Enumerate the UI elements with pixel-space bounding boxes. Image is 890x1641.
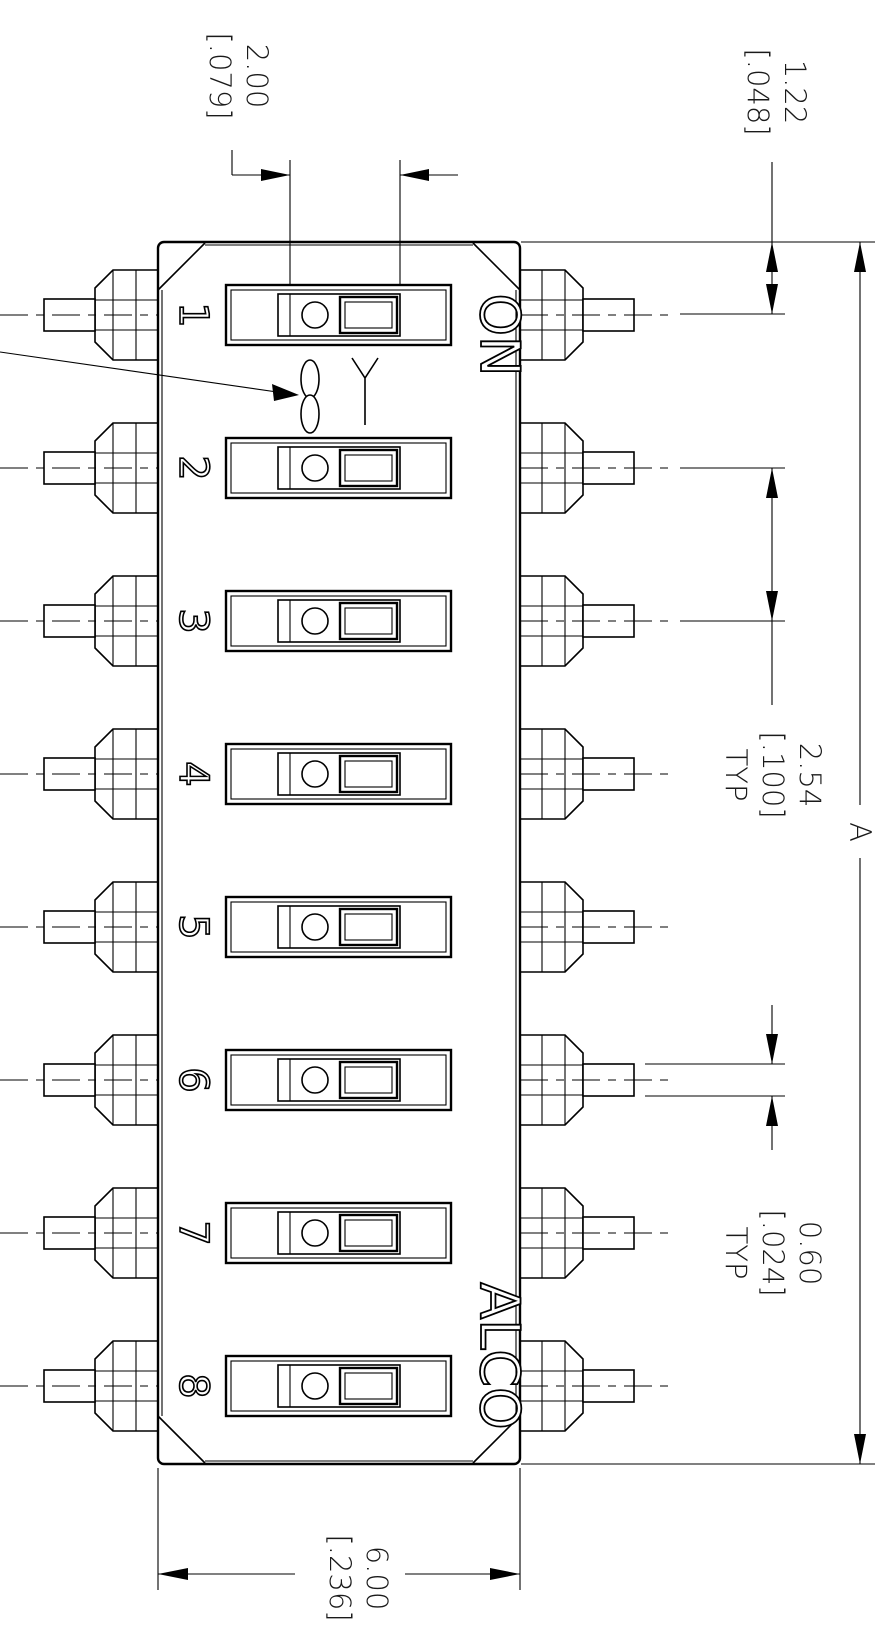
right-lead-5 (520, 881, 668, 973)
dim-pitch-typ: TYP (719, 749, 753, 802)
dim-actuator-inch: [.079] (203, 32, 237, 119)
switch-body (156, 240, 522, 1466)
switch-number-1: 1 (170, 302, 216, 327)
left-lead-5 (0, 881, 158, 973)
left-lead-7 (0, 1187, 158, 1279)
switch-8-knob-icon (301, 1372, 329, 1400)
right-lead-8 (520, 1340, 668, 1432)
dimension-end-offset: 1.22 [.048] (521, 48, 875, 315)
dimension-actuator-width: 2.00 [.079] (203, 32, 458, 285)
dimension-pitch: 2.54 [.100] TYP (680, 467, 827, 819)
switch-number-8: 8 (170, 1373, 216, 1398)
switch-2-knob-icon (301, 454, 329, 482)
dim-offset-inch: [.048] (741, 48, 775, 135)
switch-7-knob-icon (301, 1219, 329, 1247)
switch-5 (224, 895, 453, 959)
switch-number-5: 5 (170, 914, 216, 939)
switch-6-slider (338, 1060, 399, 1100)
dimension-overall-length: A (521, 242, 877, 1465)
switch-1-knob-icon (301, 301, 329, 329)
left-lead-1 (0, 269, 158, 361)
switch-2-slider (338, 448, 399, 488)
switch-8 (224, 1354, 453, 1418)
dim-body-mm: 6.00 (360, 1546, 394, 1611)
right-lead-1 (520, 269, 668, 361)
dim-lead-typ: TYP (719, 1227, 753, 1280)
pin-one-marker (300, 357, 379, 434)
dim-pitch-mm: 2.54 (793, 743, 827, 808)
switch-8-slider (338, 1366, 399, 1406)
switch-3-knob-icon (301, 607, 329, 635)
dim-lead-inch: [.024] (756, 1209, 790, 1296)
switch-number-2: 2 (170, 455, 216, 480)
switch-3 (224, 589, 453, 653)
left-lead-2 (0, 422, 158, 514)
right-lead-3 (520, 575, 668, 667)
switch-number-4: 4 (170, 761, 216, 786)
switch-5-knob-icon (301, 913, 329, 941)
dim-body-inch: [.236] (323, 1534, 357, 1621)
dimension-lead-width: 0.60 [.024] TYP (645, 1005, 827, 1297)
switch-7 (224, 1201, 453, 1265)
switch-5-slider (338, 907, 399, 947)
switch-6-knob-icon (301, 1066, 329, 1094)
switch-4-slider (338, 754, 399, 794)
brand-marking: ALCO (468, 1282, 531, 1429)
dim-lead-mm: 0.60 (793, 1221, 827, 1286)
switch-4-knob-icon (301, 760, 329, 788)
on-marking: ON (468, 294, 531, 377)
left-lead-3 (0, 575, 158, 667)
switch-number-3: 3 (170, 608, 216, 633)
switch-4 (224, 742, 453, 806)
switch-6 (224, 1048, 453, 1112)
switch-2 (224, 436, 453, 500)
dim-pitch-inch: [.100] (756, 731, 790, 818)
right-lead-4 (520, 728, 668, 820)
switch-7-slider (338, 1213, 399, 1253)
switch-3-slider (338, 601, 399, 641)
right-lead-6 (520, 1034, 668, 1126)
leads-group (0, 269, 668, 1432)
dim-offset-mm: 1.22 (778, 60, 812, 125)
switch-group (224, 283, 453, 1418)
dimension-body-width: 6.00 [.236] (157, 1468, 521, 1622)
switch-number-7: 7 (170, 1220, 216, 1245)
right-lead-7 (520, 1187, 668, 1279)
dim-actuator-mm: 2.00 (240, 44, 274, 109)
left-lead-6 (0, 1034, 158, 1126)
dim-overall-label: A (843, 822, 877, 842)
left-lead-4 (0, 728, 158, 820)
right-lead-2 (520, 422, 668, 514)
switch-1 (224, 283, 453, 347)
switch-numbers: 1 2 3 4 5 6 7 8 (169, 301, 217, 1399)
left-lead-8 (0, 1340, 158, 1432)
switch-number-6: 6 (170, 1067, 216, 1092)
switch-1-slider (338, 295, 399, 335)
